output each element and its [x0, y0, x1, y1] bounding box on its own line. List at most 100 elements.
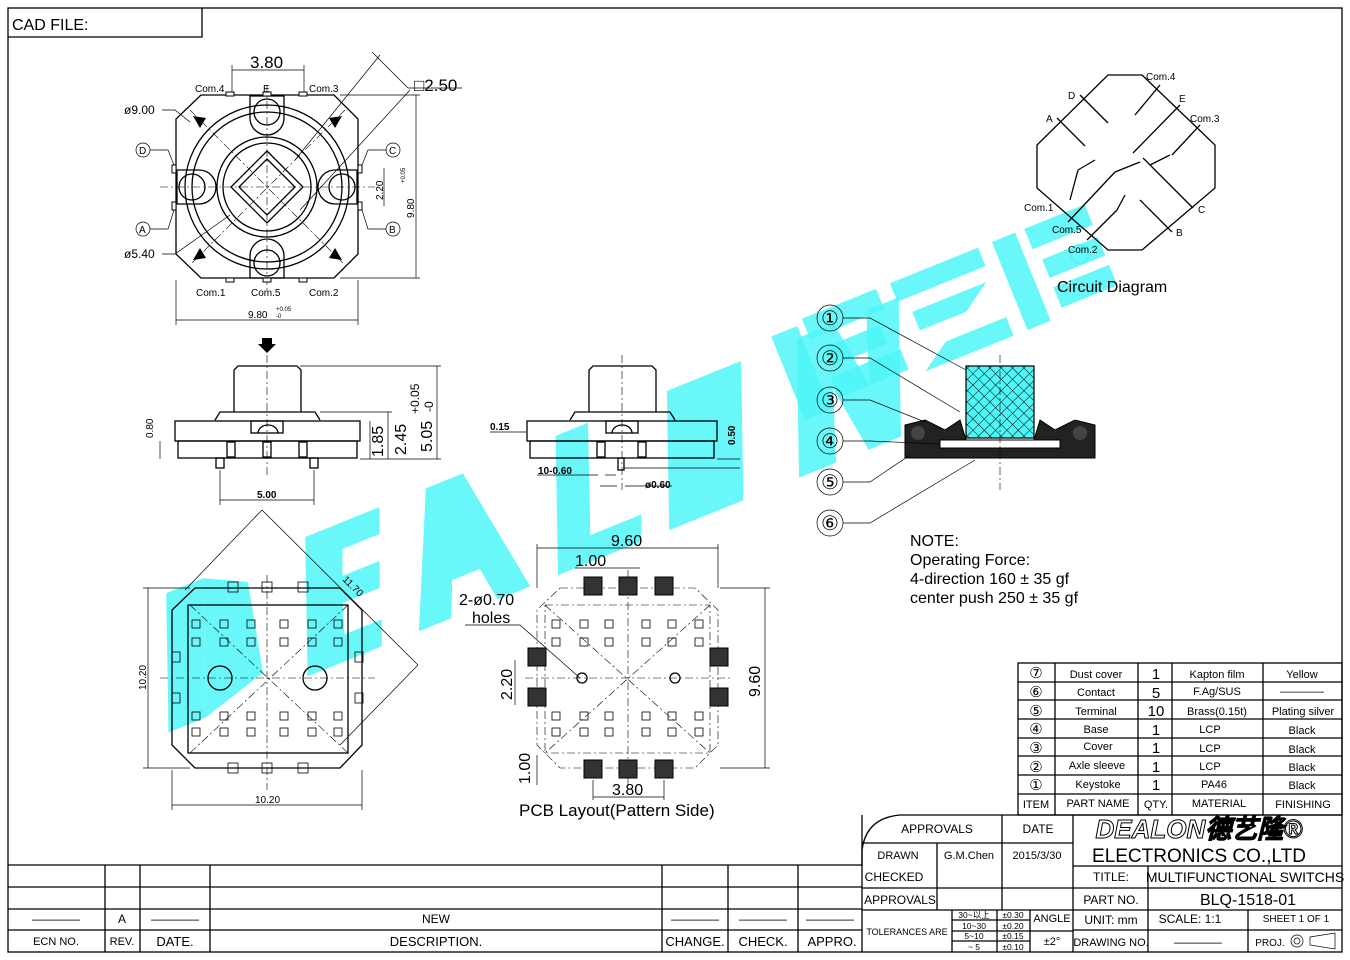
projection-label: PROJ. [1255, 938, 1284, 949]
part-qty: 1 [1152, 777, 1160, 794]
dim-dia-0-60: ø0.60 [645, 480, 671, 491]
rev-rev: A [118, 912, 126, 926]
label-d: D [139, 146, 146, 157]
label-b: B [389, 225, 396, 236]
date-header: DATE [1022, 822, 1053, 836]
label-e: E [263, 84, 270, 95]
watermark-stroke [666, 360, 744, 531]
angle-value: ±2° [1044, 936, 1061, 948]
dim-10-0-60: 10-0.60 [538, 466, 572, 477]
part-qty: 1 [1152, 759, 1160, 776]
callout-5: ⑤ [821, 472, 839, 494]
part-item: ⑤ [1029, 703, 1042, 720]
dim-square-2-50: □2.50 [414, 76, 457, 95]
watermark-reg-mark [1070, 244, 1090, 264]
note-line-3: center push 250 ± 35 gf [910, 590, 1079, 607]
title-block [861, 814, 1342, 952]
circuit-label-com4: Com.4 [1146, 72, 1176, 83]
company-logo: DEALON德艺隆® [1096, 814, 1304, 844]
bottom-view [143, 509, 419, 810]
watermark-stroke [203, 578, 264, 718]
tolerance-value: ±0.30 [1002, 910, 1023, 920]
dim-pcb-height-9-60: 9.60 [747, 666, 764, 697]
note-line-1: Operating Force: [910, 552, 1030, 569]
watermark-stroke [1024, 204, 1093, 250]
tolerance-value: ±0.10 [1002, 942, 1023, 952]
part-finishing: Black [1289, 725, 1316, 737]
cad-file-box [8, 8, 203, 38]
part-item: ④ [1029, 721, 1042, 738]
label-com3: Com.3 [309, 84, 339, 95]
label-com1: Com.1 [196, 288, 226, 299]
dim-width-9-80: 9.80 [248, 310, 268, 321]
circuit-diagram-title: Circuit Diagram [1057, 279, 1167, 296]
header-item: ITEM [1023, 799, 1049, 811]
circuit-label-com2: Com.2 [1068, 245, 1098, 256]
callout-2: ② [821, 348, 839, 370]
circuit-label-a: A [1046, 114, 1053, 125]
dim-bottom-width-10-20: 10.20 [255, 795, 280, 806]
tolerance-value: ±0.20 [1002, 921, 1023, 931]
header-part-name: PART NAME [1067, 798, 1130, 810]
callout-4: ④ [821, 431, 839, 453]
watermark-stroke [824, 325, 888, 367]
drawing-no-value: ———— [1174, 935, 1222, 949]
part-material: PA46 [1201, 779, 1227, 791]
note-title: NOTE: [910, 533, 959, 550]
note-line-2: 4-direction 160 ± 35 gf [910, 571, 1070, 588]
part-name: Cover [1083, 741, 1113, 753]
part-finishing: Yellow [1286, 669, 1317, 681]
rev-check: ———— [739, 912, 787, 926]
dim-dia-9-00: ø9.00 [124, 103, 155, 117]
side-view-2 [490, 355, 740, 490]
header-date: DATE. [156, 934, 193, 949]
drawing-border [7, 7, 1343, 953]
watermark-stroke [991, 232, 1051, 331]
header-change: CHANGE. [665, 934, 724, 949]
part-no-value: BLQ-1518-01 [1200, 892, 1296, 909]
part-item: ⑥ [1029, 684, 1042, 701]
part-qty: 1 [1152, 722, 1160, 739]
circuit-label-com1: Com.1 [1024, 203, 1054, 214]
callouts [816, 304, 976, 537]
dim-1-85: 1.85 [370, 426, 387, 457]
dim-dia-5-40: ø5.40 [124, 247, 155, 261]
dim-2-20: 2.20 [375, 180, 386, 200]
part-name: Base [1083, 724, 1108, 736]
part-name: Axle sleeve [1069, 760, 1125, 772]
rev-change: ———— [671, 912, 719, 926]
drawn-date: 2015/3/30 [1013, 850, 1062, 862]
dim-5-00: 5.00 [257, 490, 277, 501]
header-material: MATERIAL [1192, 798, 1246, 810]
watermark-stroke [555, 422, 642, 576]
approvals-header: APPROVALS [901, 822, 973, 836]
label-com2: Com.2 [309, 288, 339, 299]
circuit-label-com5: Com.5 [1052, 225, 1082, 236]
watermark-stroke [1042, 237, 1106, 279]
part-material: Kapton film [1189, 669, 1244, 681]
tolerance-range: ~ 5 [968, 942, 980, 952]
callout-1: ① [821, 308, 839, 330]
label-c: C [389, 146, 396, 157]
callout-6: ⑥ [821, 513, 839, 535]
part-no-label: PART NO. [1083, 893, 1138, 907]
dim-bottom-height-10-20: 10.20 [138, 665, 149, 690]
dim-pcb-width-9-60: 9.60 [611, 533, 642, 550]
dim-height-9-80: 9.80 [406, 198, 417, 218]
header-description: DESCRIPTION. [390, 934, 482, 949]
part-finishing: Plating silver [1272, 706, 1335, 718]
dim-3-80: 3.80 [250, 53, 283, 72]
unit: UNIT: mm [1084, 913, 1137, 927]
header-finishing: FINISHING [1275, 799, 1331, 811]
side-view [159, 338, 441, 505]
part-name: Contact [1077, 687, 1115, 699]
part-name: Dust cover [1070, 669, 1123, 681]
tolerance-range: 30~以上 [958, 910, 990, 920]
circuit-label-e: E [1179, 94, 1186, 105]
part-qty: 1 [1152, 740, 1160, 757]
part-item: ① [1029, 777, 1042, 794]
drawn-label: DRAWN [877, 850, 918, 862]
title-value: MULTIFUNCTIONAL SWITCHS [1146, 869, 1344, 885]
header-qty: QTY. [1144, 799, 1168, 811]
dim-0-50: 0.50 [727, 425, 738, 445]
